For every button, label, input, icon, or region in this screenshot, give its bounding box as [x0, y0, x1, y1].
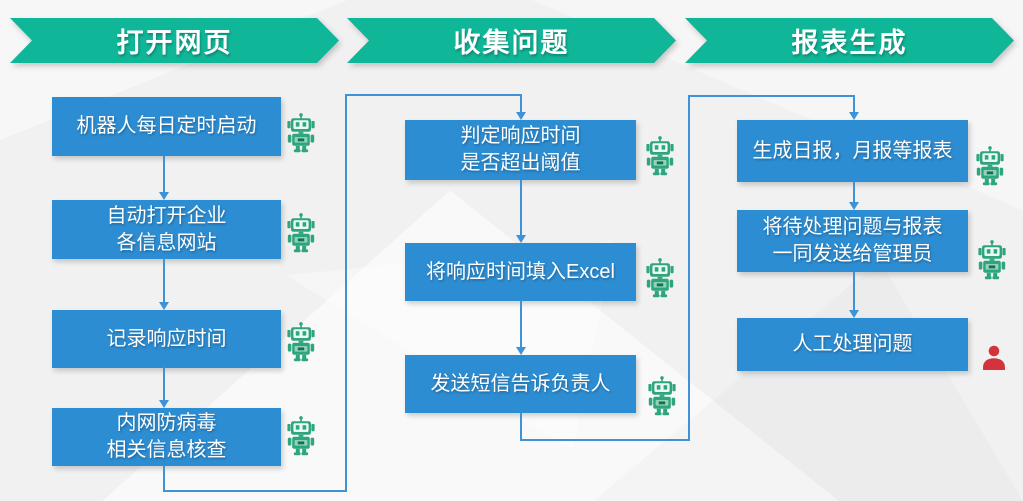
person-icon [980, 344, 1008, 372]
step-box-judge-threshold: 判定响应时间 是否超出阈值 [405, 120, 636, 180]
banner-label: 收集问题 [453, 28, 570, 58]
robot-icon [974, 146, 1006, 186]
connector-segment [853, 182, 855, 202]
arrow-down-icon [159, 302, 169, 310]
step-text: 人工处理问题 [792, 333, 913, 355]
step-box-record-response-time: 记录响应时间 [52, 310, 281, 368]
connector-segment [163, 490, 347, 492]
step-text: 自动打开企业 [106, 204, 227, 227]
robot-icon [285, 213, 317, 253]
arrow-down-icon [516, 235, 526, 243]
robot-icon [285, 416, 317, 456]
step-text: 相关信息核查 [106, 439, 227, 461]
step-box-manual-handling: 人工处理问题 [737, 318, 968, 371]
step-box-send-to-admin: 将待处理问题与报表 一同发送给管理员 [737, 210, 968, 272]
chevron-shape: 打开网页 [10, 18, 339, 63]
step-text: 是否超出阈值 [460, 152, 581, 174]
connector-segment [163, 258, 165, 302]
arrow-down-icon [516, 112, 526, 120]
robot-icon [644, 136, 676, 176]
banner-label: 报表生成 [791, 28, 908, 58]
connector-segment [688, 95, 690, 441]
step-box-send-sms: 发送短信告诉负责人 [405, 355, 636, 413]
connector-segment [520, 439, 690, 441]
step-text: 一同发送给管理员 [772, 243, 933, 265]
arrow-down-icon [849, 310, 859, 318]
step-text: 机器人每日定时启动 [76, 115, 257, 137]
arrow-down-icon [159, 192, 169, 200]
connector-segment [163, 367, 165, 400]
connector-segment [345, 94, 347, 492]
connector-segment [853, 272, 855, 310]
step-text: 判定响应时间 [460, 125, 581, 147]
step-text: 生成日报，月报等报表 [752, 139, 953, 162]
step-text: 各信息网站 [116, 231, 217, 254]
connector-segment [520, 94, 522, 112]
step-box-auto-open-sites: 自动打开企业 各信息网站 [52, 200, 281, 259]
arrow-down-icon [159, 400, 169, 408]
connector-segment [520, 180, 522, 235]
arrow-down-icon [516, 347, 526, 355]
connector-segment [345, 94, 522, 96]
connector-segment [163, 156, 165, 192]
robot-icon [285, 113, 317, 153]
robot-icon [644, 258, 676, 298]
arrow-down-icon [849, 202, 859, 210]
banner-report-generation: 报表生成 [685, 18, 1014, 63]
step-box-fill-excel: 将响应时间填入Excel [405, 243, 636, 301]
banner-label: 打开网页 [116, 28, 233, 58]
step-text: 发送短信告诉负责人 [430, 372, 611, 395]
robot-icon [976, 240, 1008, 280]
chevron-shape: 报表生成 [685, 18, 1014, 63]
banner-open-webpage: 打开网页 [10, 18, 339, 63]
chevron-shape: 收集问题 [347, 18, 676, 63]
arrow-down-icon [849, 112, 859, 120]
connector-segment [163, 466, 165, 492]
step-text: 将响应时间填入Excel [426, 260, 615, 283]
step-text: 将待处理问题与报表 [762, 216, 943, 238]
connector-segment [853, 95, 855, 112]
step-text: 内网防病毒 [116, 412, 217, 434]
step-box-robot-daily-start: 机器人每日定时启动 [52, 97, 281, 156]
robot-icon [646, 376, 678, 416]
step-box-intranet-antivirus-check: 内网防病毒 相关信息核查 [52, 408, 281, 466]
step-box-generate-reports: 生成日报，月报等报表 [737, 120, 968, 182]
connector-segment [520, 300, 522, 347]
step-text: 记录响应时间 [106, 327, 227, 350]
connector-segment [688, 95, 855, 97]
robot-icon [285, 322, 317, 362]
connector-segment [520, 413, 522, 441]
banner-collect-issues: 收集问题 [347, 18, 676, 63]
